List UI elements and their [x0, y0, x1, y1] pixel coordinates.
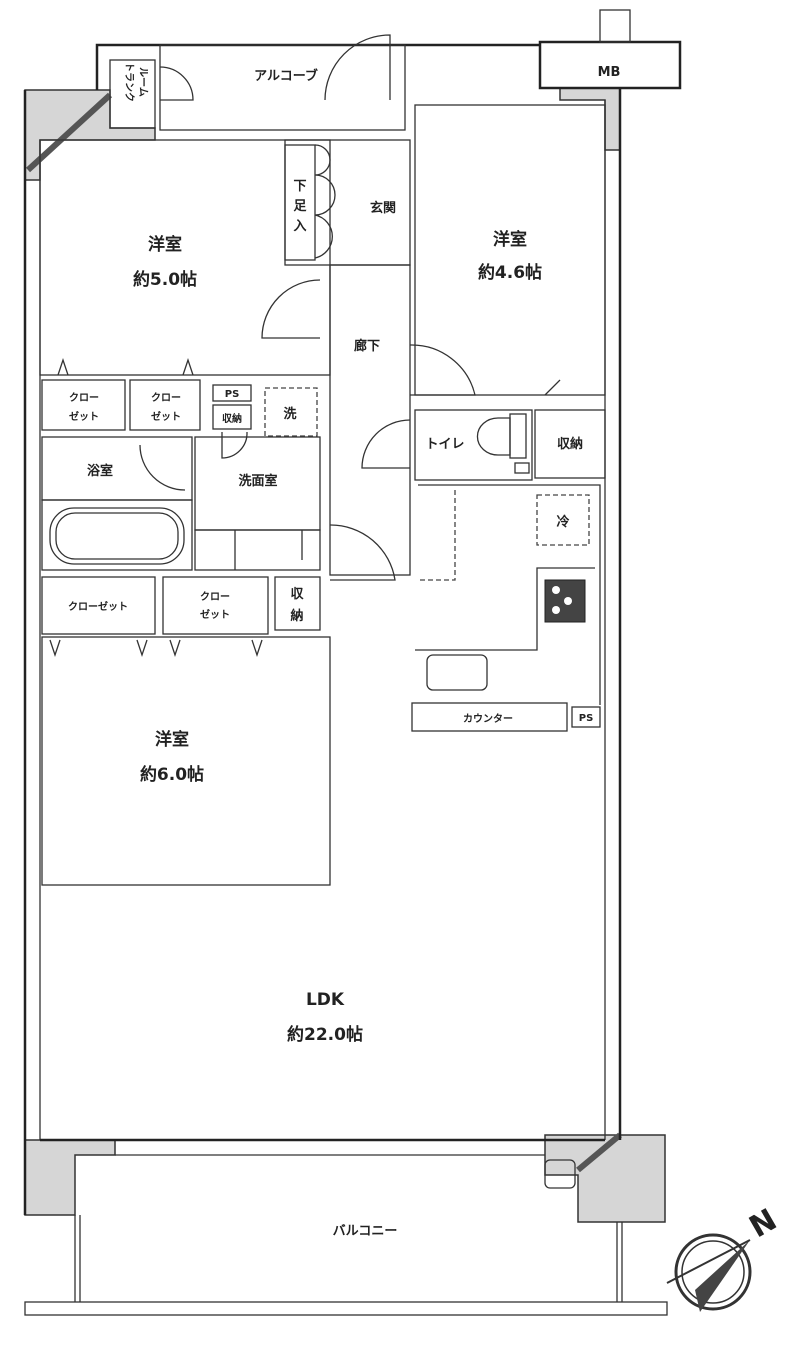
ldk-name: LDK	[306, 990, 345, 1010]
bedroom-2	[414, 104, 606, 396]
bedroom-2-name: 洋室	[493, 229, 527, 250]
hall-storage-label: 収	[290, 587, 304, 602]
bedroom-2-size: 約4.6帖	[478, 262, 542, 283]
ps-kitchen-label: PS	[579, 713, 594, 724]
trunk-room-label: トランク	[123, 62, 135, 102]
bathroom-label: 浴室	[87, 463, 113, 479]
bathtub	[49, 507, 185, 565]
bedroom-1	[39, 139, 331, 376]
shoe-storage	[284, 144, 316, 261]
closet-c-label: クローゼット	[68, 600, 128, 613]
entrance-label: 玄関	[370, 200, 396, 216]
counter-label: カウンター	[463, 713, 513, 725]
svg-text:ゼット: ゼット	[200, 608, 230, 621]
compass-icon: N	[666, 1202, 783, 1312]
column-top-left	[24, 89, 156, 181]
fridge-label: 冷	[556, 514, 569, 530]
toilet-label: トイレ	[425, 437, 464, 452]
door-swing	[159, 66, 194, 101]
column-diagonal	[25, 92, 113, 173]
closet-d	[162, 576, 269, 635]
sink-icon	[426, 654, 488, 691]
door-swing	[261, 279, 321, 339]
washer-space	[264, 387, 318, 437]
ps-top-label: PS	[225, 389, 240, 400]
trunk-room	[109, 59, 156, 129]
washroom-label: 洗面室	[238, 473, 277, 489]
ldk-size: 約22.0帖	[287, 1024, 363, 1045]
balcony-label: バルコニー	[333, 1224, 398, 1239]
toilet-storage-label: 収納	[557, 436, 583, 452]
closet-a	[41, 379, 126, 431]
closet-b	[129, 379, 201, 431]
toilet	[414, 409, 533, 481]
counter	[411, 702, 568, 732]
alcove-label: アルコーブ	[254, 68, 318, 84]
svg-text:ゼット: ゼット	[151, 410, 181, 423]
svg-text:納: 納	[290, 608, 303, 624]
svg-text:ゼット: ゼット	[69, 410, 99, 423]
closet-d-label: クロー	[200, 591, 230, 603]
ps-top	[212, 384, 252, 402]
bedroom-1-size: 約5.0帖	[133, 269, 197, 290]
toilet-storage	[534, 409, 606, 479]
bedroom-3-size: 約6.0帖	[140, 764, 204, 785]
hall-storage	[274, 576, 321, 631]
shoe-storage-label: 下	[293, 179, 306, 194]
bedroom-3	[41, 636, 331, 886]
bedroom-3-name: 洋室	[155, 729, 189, 750]
svg-text:足: 足	[293, 199, 307, 214]
alcove-area	[159, 44, 406, 131]
mb-label: MB	[598, 65, 621, 80]
hallway	[329, 264, 411, 576]
small-storage	[212, 404, 252, 430]
svg-text:ルーム: ルーム	[137, 67, 149, 97]
closet-b-label: クロー	[151, 392, 181, 404]
closet-c	[41, 576, 156, 635]
vanity	[194, 529, 321, 571]
small-storage-label: 収納	[222, 412, 242, 425]
bedroom-1-name: 洋室	[148, 234, 182, 255]
toilet-bowl	[476, 417, 511, 456]
closet-a-label: クロー	[69, 392, 99, 404]
hallway-label: 廊下	[354, 338, 380, 354]
svg-text:入: 入	[293, 219, 306, 234]
compass-n-label: N	[744, 1202, 783, 1245]
column-bottom-left	[24, 1139, 116, 1216]
bathroom	[41, 436, 193, 501]
washer-label: 洗	[283, 406, 296, 422]
ps-kitchen	[571, 706, 601, 728]
balcony-railing	[24, 1301, 668, 1316]
door-swing	[324, 34, 391, 101]
fridge-space	[536, 494, 590, 546]
column-top-right	[559, 87, 621, 151]
